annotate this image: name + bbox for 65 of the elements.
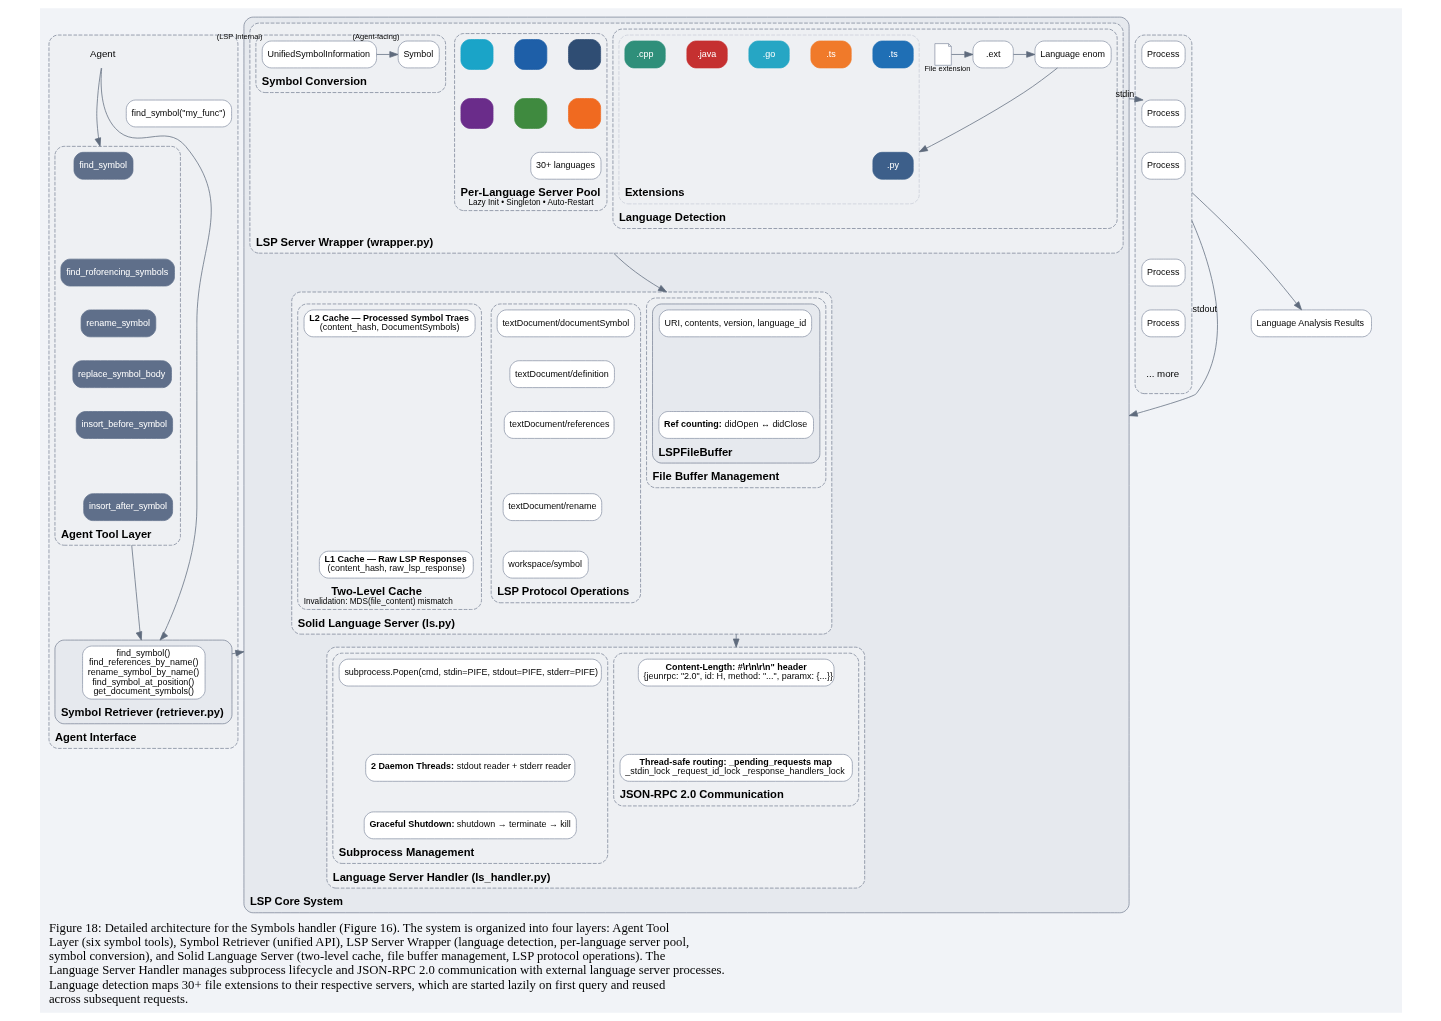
node-box: Language enom xyxy=(1034,40,1112,69)
node-box: .ext xyxy=(972,40,1014,69)
caption: Figure 18: Detailed architecture for the Symbols handler (Figure 16). The system is organized into four layers: Agent Tool Layer (six symbol tools), Symbol Retriever (unified API), LSP Server Wrapper (language detection, per-language server pool, symbol conversion), and Solid Language Server (two-level cache, file buffer management, LSP protocol operations). The Language Server Handler manages subprocess lifecycle and JSON-RPC 2.0 communication with external language server processes. Language detection maps 30+ file extensions to their respective servers, which are started lazily on first query and reused across subsequent requests. xyxy=(48,920,725,1006)
node-box: find_symbol() find_references_by_name() rename_symbol_by_name() find_symbol_at_position() get_document_symbols() xyxy=(81,645,205,700)
node-box: .py xyxy=(872,151,914,180)
node-box: textDocument/definition xyxy=(508,360,615,388)
arrow xyxy=(1128,95,1143,103)
arrow xyxy=(100,67,212,641)
node-box: find_roforencing_symbols xyxy=(60,258,175,287)
arrow xyxy=(1190,192,1302,311)
arrow xyxy=(1012,51,1035,58)
edge-label: stdout xyxy=(1192,304,1217,315)
node-box: workspace/symbol xyxy=(502,550,589,579)
node-box: 30+ languages xyxy=(529,151,601,180)
arrow xyxy=(732,633,739,648)
node-box xyxy=(567,39,601,70)
node-label: (LSP Internal) xyxy=(216,31,263,41)
node-box: Language Analysis Results xyxy=(1250,309,1372,338)
node-box: .ts xyxy=(810,40,852,69)
node-box: insort_before_symbol xyxy=(75,411,173,439)
node-box xyxy=(460,39,493,70)
arrow xyxy=(231,649,244,657)
arrow xyxy=(94,67,102,147)
node-box: rename_symbol xyxy=(80,309,156,338)
node-box: URI, contents, version, language_id xyxy=(658,309,812,338)
node-box: .java xyxy=(686,40,728,69)
node-box: Process xyxy=(1140,258,1185,287)
node-box: 2 Daemon Threads: stdout reader + stderr reader xyxy=(364,754,575,782)
node-label: File extension xyxy=(923,64,970,74)
node-box: .go xyxy=(748,40,790,69)
node-box: textDocument/rename xyxy=(502,493,602,521)
node-box xyxy=(513,98,547,129)
node-box: Ref counting: didOpen ↔ didClose xyxy=(658,411,814,439)
arrow xyxy=(918,67,1058,153)
node-box xyxy=(513,39,547,70)
node-box: Content-Length: #\r\n\r\n" header {jeunrpc: "2.0", id: H, method: "...", paramx: {...}} xyxy=(637,658,834,687)
arrow xyxy=(1128,220,1218,417)
node-box xyxy=(460,98,493,129)
node-box xyxy=(567,98,601,129)
node-text: ... more xyxy=(1145,367,1179,379)
node-box: find_symbol("my_func") xyxy=(125,99,232,128)
node-box: Process xyxy=(1140,99,1185,128)
node-box: Process xyxy=(1140,40,1185,69)
arrow xyxy=(375,51,398,58)
node-box: textDocument/references xyxy=(503,411,614,439)
node-box: UnifiedSymbolInformation xyxy=(261,40,377,69)
node-box: Process xyxy=(1140,309,1185,338)
node-box: L1 Cache — Raw LSP Responses (content_hash, raw_lsp_response) xyxy=(318,550,474,579)
node-box: L2 Cache — Processed Symbol Traes (content_hash, DocumentSymbols) xyxy=(303,309,475,338)
node-box: Thread-safe routing: _pending_requests map _stdin_lock _request_id_lock _response_handlers_lock xyxy=(619,754,853,782)
node-box: find_symbol xyxy=(73,151,133,180)
node-box: .cpp xyxy=(624,40,666,69)
node-label: (Agent-facing) xyxy=(352,31,399,41)
arrow xyxy=(130,544,142,641)
node-box: subprocess.Popen(cmd, stdin=PIFE, stdout=PIFE, stderr=PIFE) xyxy=(338,658,602,687)
arrow xyxy=(612,252,667,293)
node-box: Symbol xyxy=(397,40,440,69)
node-box: replace_symbol_body xyxy=(72,360,172,388)
node-box: Graceful Shutdown: shutdown → terminate → kill xyxy=(363,811,577,840)
node-box: insort_after_symbol xyxy=(82,493,173,521)
node-text: Agent xyxy=(89,48,115,60)
node-box: .ts xyxy=(872,40,914,69)
node-box: Process xyxy=(1140,151,1185,180)
node-box: textDocument/documentSymbol xyxy=(496,309,635,338)
arrow xyxy=(950,51,973,58)
